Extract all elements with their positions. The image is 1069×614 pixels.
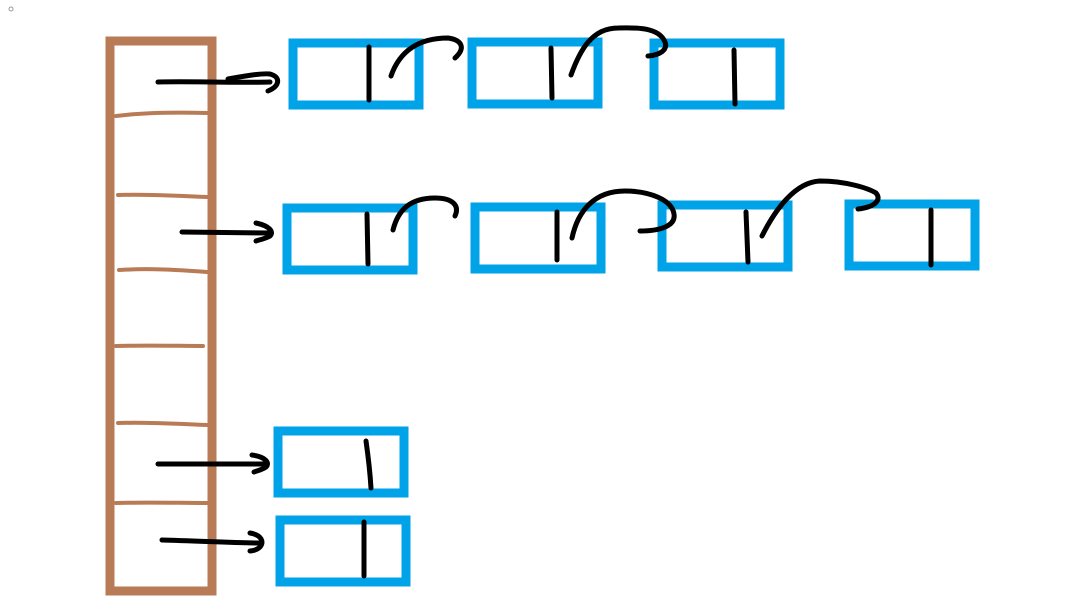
bucket-divider [116, 420, 209, 427]
next-pointer-arrow [569, 188, 677, 241]
list-node [288, 38, 424, 110]
linked-list-chain [288, 25, 785, 110]
list-node [273, 426, 409, 498]
bucket-divider [114, 110, 209, 118]
next-pointer-arrow [390, 195, 459, 233]
bucket-divider [116, 192, 209, 199]
bucket-divider [117, 267, 209, 274]
bucket-array-frame [105, 36, 217, 596]
list-node [844, 199, 980, 271]
bucket-pointer-arrow [179, 220, 274, 244]
list-node [649, 38, 785, 110]
list-node [470, 202, 606, 274]
corner-dot [8, 6, 14, 12]
list-node [275, 515, 411, 587]
linked-list-chain [275, 515, 411, 587]
bucket-pointer-arrow [159, 530, 265, 554]
bucket-pointer-arrow [155, 71, 281, 94]
list-node [282, 203, 418, 275]
next-pointer-arrow [759, 178, 881, 239]
linked-list-chain [273, 426, 409, 498]
bucket-pointer-arrow [155, 452, 270, 475]
list-node [467, 37, 603, 109]
next-pointer-arrow [568, 25, 669, 78]
next-pointer-arrow [388, 35, 464, 79]
bucket-array [105, 36, 217, 596]
linked-list-chain [282, 178, 980, 275]
list-node [657, 200, 793, 272]
